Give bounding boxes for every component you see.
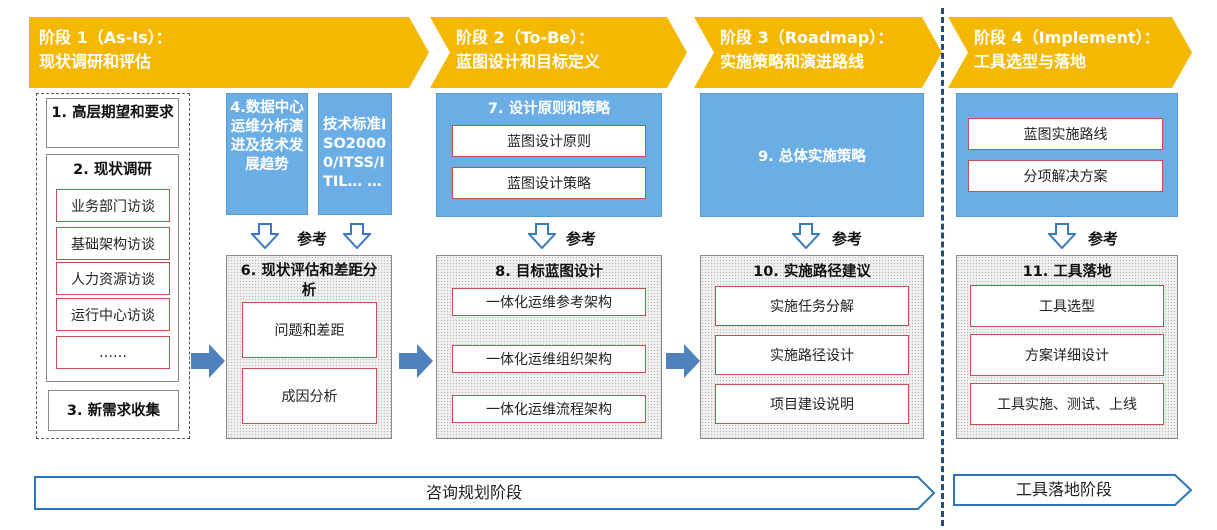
stage-4-title: 阶段 4（Implement）： (974, 28, 1160, 47)
down-arrow-icon (343, 223, 371, 249)
ref-label-col3: 参考 (566, 230, 597, 248)
blueprint-item-1: 一体化运维参考架构 (452, 288, 646, 316)
blueprint-item-2: 一体化运维组织架构 (452, 345, 646, 373)
stage-4-header: 阶段 4（Implement）： 工具选型与落地 (948, 17, 1192, 88)
box-1-label: 1. 高层期望和要求 (51, 105, 174, 121)
tool-item-3: 工具实施、测试、上线 (970, 383, 1164, 425)
roadmap-item-3: 项目建设说明 (715, 384, 909, 424)
box-1-high-level-expectations: 1. 高层期望和要求 (46, 98, 179, 148)
down-arrow-icon (251, 223, 279, 249)
consulting-phase-arrow (34, 476, 936, 510)
box-3-new-requirements: 3. 新需求收集 (48, 390, 179, 431)
box-9-overall-strategy: 9. 总体实施策略 (700, 93, 924, 217)
stage-2-title: 阶段 2（To-Be）： (456, 28, 595, 47)
blueprint-item-3: 一体化运维流程架构 (452, 395, 646, 423)
roadmap-item-2: 实施路径设计 (715, 335, 909, 375)
interview-item-2: 基础架构访谈 (56, 227, 170, 260)
stage-3-subtitle: 实施策略和演进路线 (720, 52, 865, 71)
ref-label-col5: 参考 (1088, 230, 1119, 248)
right-arrow-icon (666, 344, 700, 378)
stage-1-header: 阶段 1（As-Is）： 现状调研和评估 (29, 17, 429, 88)
implement-item-1: 蓝图实施路线 (968, 118, 1163, 150)
design-item-1: 蓝图设计原则 (452, 125, 646, 157)
gap-item-1: 问题和差距 (242, 302, 377, 358)
interview-item-1: 业务部门访谈 (56, 189, 170, 222)
interview-item-4: 运行中心访谈 (56, 298, 170, 331)
ref-label-col4: 参考 (832, 230, 863, 248)
phase-divider (941, 8, 944, 526)
stage-4-subtitle: 工具选型与落地 (974, 52, 1087, 71)
gap-item-2: 成因分析 (242, 368, 377, 424)
stage-2-header: 阶段 2（To-Be）： 蓝图设计和目标定义 (430, 17, 687, 88)
tool-phase-arrow (953, 474, 1193, 506)
implement-item-2: 分项解决方案 (968, 160, 1163, 192)
ref-label-col2: 参考 (297, 230, 328, 248)
down-arrow-icon (1048, 223, 1076, 249)
stage-2-subtitle: 蓝图设计和目标定义 (456, 52, 601, 71)
right-arrow-icon (191, 344, 225, 378)
stage-1-title: 阶段 1（As-Is）： (39, 28, 172, 47)
box-implement-plan (956, 93, 1178, 217)
interview-item-5: …… (56, 336, 170, 369)
box-4-trend-analysis: 4.数据中心运维分析演进及技术发展趋势 (226, 93, 308, 215)
down-arrow-icon (792, 223, 820, 249)
box-10-title: 10. 实施路径建议 (753, 264, 871, 280)
design-item-2: 蓝图设计策略 (452, 167, 646, 199)
stage-1-subtitle: 现状调研和评估 (39, 52, 152, 71)
box-11-title: 11. 工具落地 (1022, 264, 1112, 280)
down-arrow-icon (528, 223, 556, 249)
box-5-standards: 技术标准ISO20000/ITSS/ITIL… … (318, 93, 392, 215)
box-6-title: 6. 现状评估和差距分析 (240, 263, 378, 299)
right-arrow-icon (399, 344, 433, 378)
stage-3-header: 阶段 3（Roadmap）： 实施策略和演进路线 (694, 17, 942, 88)
tool-item-1: 工具选型 (970, 285, 1164, 327)
stage-3-title: 阶段 3（Roadmap）： (720, 28, 894, 47)
box-8-title: 8. 目标蓝图设计 (495, 264, 603, 280)
tool-phase-label: 工具落地阶段 (1015, 480, 1112, 499)
box-2-title: 2. 现状调研 (73, 162, 152, 178)
roadmap-item-1: 实施任务分解 (715, 286, 909, 326)
tool-item-2: 方案详细设计 (970, 334, 1164, 376)
consulting-phase-label: 咨询规划阶段 (425, 483, 522, 502)
box-7-title: 7. 设计原则和策略 (487, 101, 611, 117)
interview-item-3: 人力资源访谈 (56, 262, 170, 295)
